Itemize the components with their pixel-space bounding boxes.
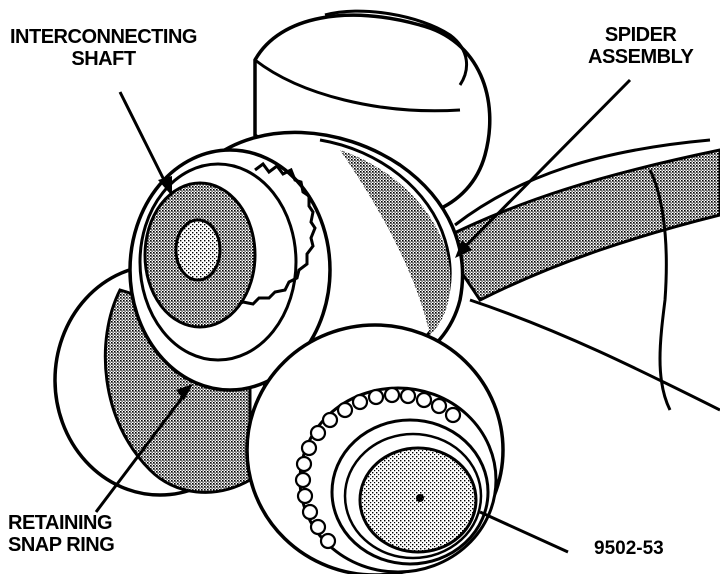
label-retaining-snap-ring: RETAINING SNAP RING (8, 512, 115, 556)
label-spider-assembly-line-1: SPIDER (604, 24, 677, 46)
leader-lines (94, 78, 632, 554)
shaft-end-face (128, 148, 332, 392)
label-interconnecting-shaft-line-1: INTERCONNECTING (10, 26, 197, 48)
label-interconnecting-shaft-line-2: SHAFT (71, 48, 136, 70)
arrowhead-snap-ring (176, 384, 193, 400)
arrowhead-spider (455, 240, 472, 258)
figure-number: 9502-53 (594, 538, 664, 559)
label-spider-assembly-line-2: ASSEMBLY (588, 46, 694, 68)
needle-bearings (294, 386, 462, 550)
label-retaining-snap-ring-line-1: RETAINING (8, 512, 113, 534)
label-interconnecting-shaft: INTERCONNECTING SHAFT (10, 26, 197, 70)
leader-shaft (118, 91, 170, 189)
leader-figure (479, 510, 569, 554)
leader-spider (460, 78, 632, 252)
label-retaining-snap-ring-line-2: SNAP RING (8, 534, 115, 556)
leader-snap-ring (94, 389, 190, 513)
axle-shaft (437, 138, 720, 412)
lower-trunnion-roller (245, 323, 505, 574)
arrowhead-shaft (158, 176, 172, 196)
leader-arrowheads (158, 176, 472, 400)
label-spider-assembly: SPIDER ASSEMBLY (588, 24, 694, 68)
